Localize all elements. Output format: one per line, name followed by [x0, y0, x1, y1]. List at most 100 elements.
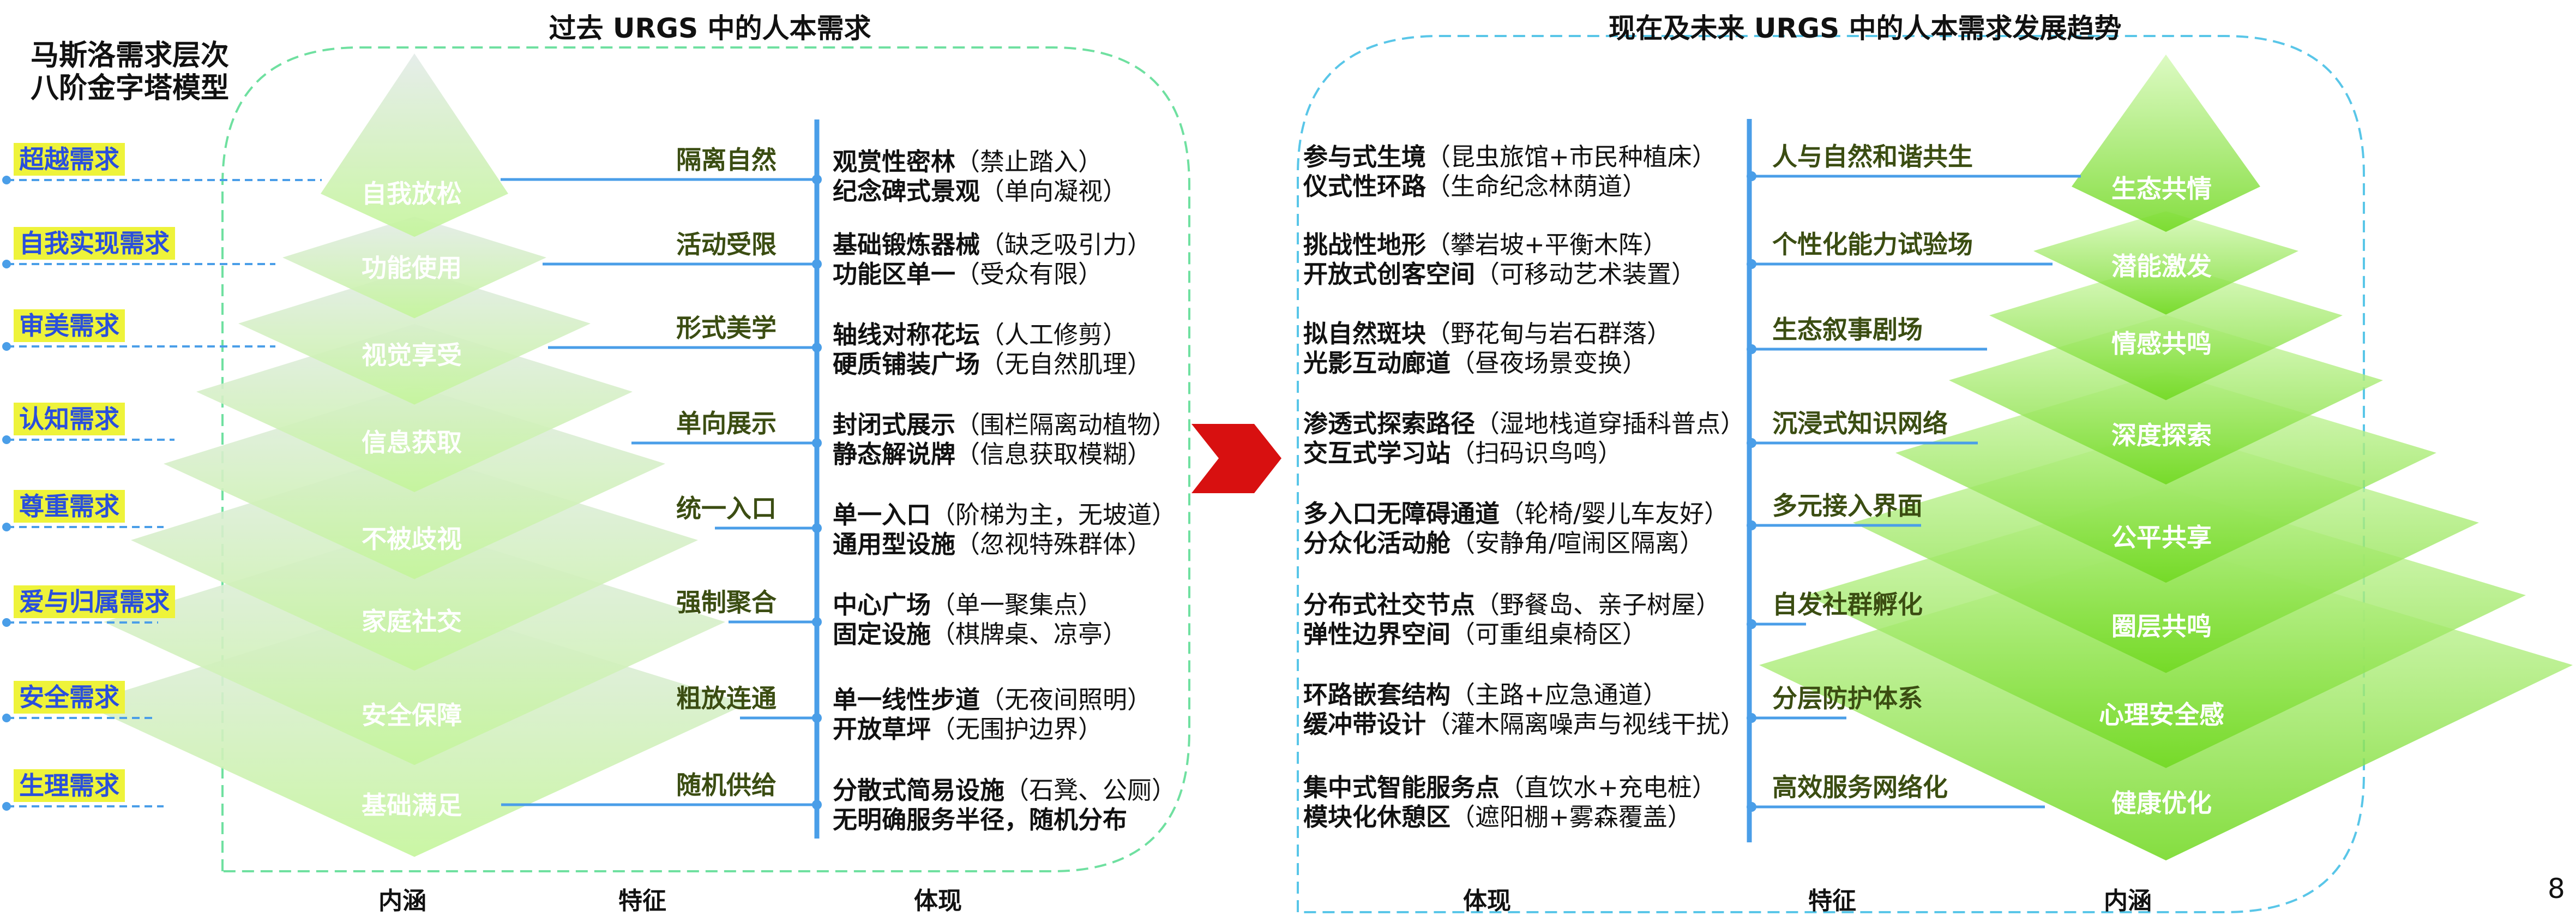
need-label: 自我实现需求	[14, 227, 175, 260]
description-block: 渗透式探索路径（湿地栈道穿插科普点）交互式学习站（扫码识鸟鸣）	[1303, 409, 1745, 468]
description-main: 静态解说牌	[833, 440, 956, 469]
future-feature-label: 多元接入界面	[1772, 491, 1923, 520]
past-pyramid	[82, 53, 747, 857]
description-line: 固定设施（棋牌桌、凉亭）	[833, 620, 1127, 649]
future-layer-label: 深度探索	[2111, 421, 2212, 450]
future-frame	[1297, 35, 2365, 913]
description-note: （阶梯为主，无坡道）	[931, 500, 1177, 529]
past-feature-label: 单向展示	[676, 409, 777, 438]
description-line: 模块化休憩区（遮阳棚+雾森覆盖）	[1303, 803, 1717, 832]
description-line: 开放式创客空间（可移动艺术装置）	[1303, 260, 1696, 289]
description-main: 集中式智能服务点	[1303, 773, 1500, 802]
description-line: 分众化活动舱（安静角/喧闹区隔离）	[1303, 529, 1729, 558]
past-feature-label: 形式美学	[676, 313, 777, 343]
connector-dot	[2, 802, 11, 811]
need-label: 安全需求	[14, 681, 125, 714]
description-block: 集中式智能服务点（直饮水+充电桩）模块化休憩区（遮阳棚+雾森覆盖）	[1303, 773, 1717, 832]
description-line: 单一入口（阶梯为主，无坡道）	[833, 500, 1176, 530]
description-note: （直饮水+充电桩）	[1500, 773, 1717, 802]
past-layer-label: 信息获取	[362, 428, 462, 457]
description-main: 轴线对称花坛	[833, 320, 980, 349]
description-note: （可移动艺术装置）	[1475, 260, 1696, 289]
description-note: （灌木隔离噪声与视线干扰）	[1426, 710, 1746, 739]
future-layer-label: 情感共鸣	[2111, 329, 2212, 358]
description-block: 中心广场（单一聚集点）固定设施（棋牌桌、凉亭）	[833, 590, 1127, 649]
description-note: （遮阳棚+雾森覆盖）	[1450, 803, 1692, 831]
future-layer-label: 圈层共鸣	[2111, 612, 2212, 641]
pyramid-layer	[282, 216, 546, 319]
description-block: 观赏性密林（禁止踏入）纪念碑式景观（单向凝视）	[833, 147, 1127, 206]
pyramid-layer	[321, 53, 508, 237]
description-line: 通用型设施（忽视特殊群体）	[833, 530, 1176, 559]
pyramid-layer	[238, 268, 591, 405]
description-note: （单向凝视）	[980, 177, 1128, 206]
description-note: （围栏隔离动植物）	[955, 410, 1177, 439]
description-main: 单一入口	[833, 500, 931, 529]
footer-label: 体现	[914, 887, 962, 915]
description-line: 硬质铺装广场（无自然肌理）	[833, 350, 1152, 379]
model-title-line: 八阶金字塔模型	[31, 72, 230, 105]
past-feature-label: 随机供给	[676, 770, 777, 800]
need-label: 审美需求	[14, 309, 125, 342]
description-block: 轴线对称花坛（人工修剪）硬质铺装广场（无自然肌理）	[833, 320, 1152, 379]
model-title: 马斯洛需求层次 八阶金字塔模型	[31, 39, 229, 105]
description-note: （主路+应急通道）	[1450, 680, 1668, 709]
arrow-right-icon	[1191, 424, 1281, 493]
description-note: （轮椅/婴儿车友好）	[1500, 499, 1729, 528]
pyramid-layer	[2033, 211, 2298, 315]
description-note: （无夜间照明）	[980, 685, 1152, 714]
description-line: 缓冲带设计（灌木隔离噪声与视线干扰）	[1303, 710, 1745, 739]
pyramid-layer	[1989, 262, 2343, 400]
description-block: 分布式社交节点（野餐岛、亲子树屋）弹性边界空间（可重组桌椅区）	[1303, 590, 1720, 649]
description-block: 环路嵌套结构（主路+应急通道）缓冲带设计（灌木隔离噪声与视线干扰）	[1303, 680, 1745, 739]
future-feature-label: 人与自然和谐共生	[1772, 142, 1973, 171]
description-note: （野餐岛、亲子树屋）	[1475, 590, 1721, 619]
description-main: 弹性边界空间	[1303, 620, 1451, 649]
description-main: 挑战性地形	[1303, 230, 1427, 259]
footer-label: 内涵	[378, 887, 426, 915]
description-block: 挑战性地形（攀岩坡+平衡木阵）开放式创客空间（可移动艺术装置）	[1303, 230, 1696, 289]
description-line: 环路嵌套结构（主路+应急通道）	[1303, 680, 1745, 710]
future-feature-label: 高效服务网络化	[1772, 773, 1948, 802]
future-feature-label: 生态叙事剧场	[1772, 315, 1923, 344]
description-line: 轴线对称花坛（人工修剪）	[833, 320, 1152, 350]
description-note: （棋牌桌、凉亭）	[931, 620, 1128, 649]
description-note: （石凳、公厕）	[1004, 776, 1177, 805]
connector-dot	[2, 523, 11, 531]
description-line: 多入口无障碍通道（轮椅/婴儿车友好）	[1303, 499, 1729, 529]
description-line: 交互式学习站（扫码识鸟鸣）	[1303, 439, 1745, 468]
description-main: 参与式生境	[1303, 142, 1427, 171]
past-feature-label: 隔离自然	[676, 145, 777, 175]
footer-label: 特征	[1808, 887, 1856, 915]
description-main: 分众化活动舱	[1303, 529, 1451, 558]
description-line: 光影互动廊道（昼夜场景变换）	[1303, 349, 1671, 378]
description-main: 开放草坪	[833, 715, 931, 744]
description-note: （安静角/喧闹区隔离）	[1450, 529, 1705, 558]
description-block: 分散式简易设施（石凳、公厕）无明确服务半径，随机分布	[833, 776, 1176, 835]
future-layer-label: 生态共情	[2111, 174, 2212, 203]
connector-dot	[2, 176, 11, 184]
description-line: 弹性边界空间（可重组桌椅区）	[1303, 620, 1720, 649]
description-main: 分散式简易设施	[833, 776, 1005, 805]
connector-dot	[2, 342, 11, 351]
description-line: 分布式社交节点（野餐岛、亲子树屋）	[1303, 590, 1720, 620]
description-main: 仪式性环路	[1303, 172, 1427, 201]
future-layer-label: 潜能激发	[2111, 252, 2212, 281]
description-note: （昆虫旅馆+市民种植床）	[1426, 142, 1717, 171]
description-main: 渗透式探索路径	[1303, 409, 1476, 438]
description-line: 分散式简易设施（石凳、公厕）	[833, 776, 1176, 805]
future-feature-label: 自发社群孵化	[1772, 590, 1923, 619]
description-main: 模块化休憩区	[1303, 803, 1451, 831]
description-main: 交互式学习站	[1303, 439, 1451, 468]
footer-label: 内涵	[2104, 887, 2152, 915]
description-main: 拟自然斑块	[1303, 319, 1427, 348]
description-main: 固定设施	[833, 620, 931, 649]
description-line: 基础锻炼器械（缺乏吸引力）	[833, 230, 1152, 260]
description-main: 光影互动廊道	[1303, 349, 1451, 378]
page-number: 8	[2548, 873, 2565, 905]
description-line: 封闭式展示（围栏隔离动植物）	[833, 410, 1176, 440]
connector-dot	[2, 260, 11, 268]
description-main: 分布式社交节点	[1303, 590, 1476, 619]
description-block: 拟自然斑块（野花甸与岩石群落）光影互动廊道（昼夜场景变换）	[1303, 319, 1671, 378]
need-label: 爱与归属需求	[14, 585, 175, 618]
